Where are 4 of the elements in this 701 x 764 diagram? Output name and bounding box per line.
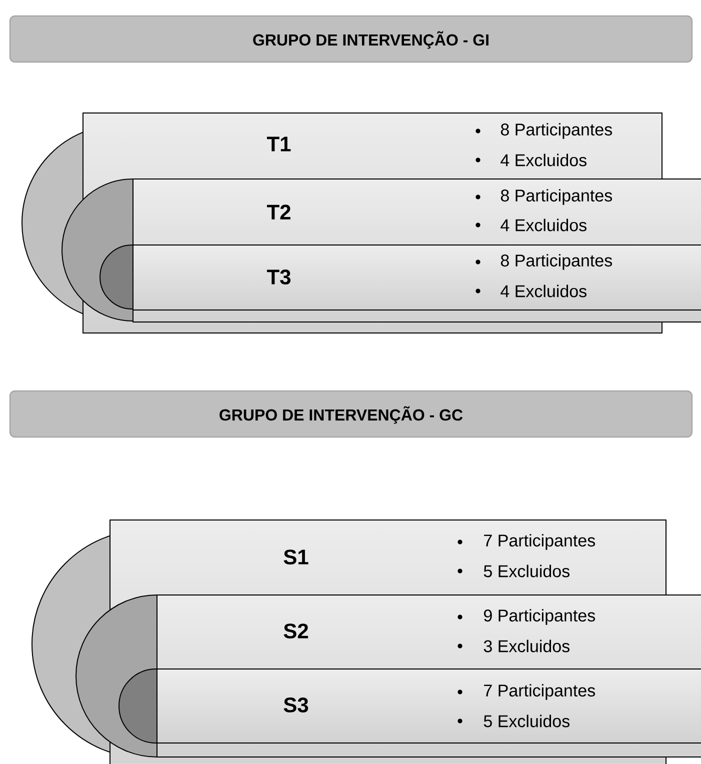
tabbed-box: S3 7 Participantes 5 Excluidos	[118, 668, 701, 744]
title-band: GRUPO DE INTERVENÇÃO - GI	[9, 15, 693, 63]
tabbed-box: T3 8 Participantes 4 Excluidos	[100, 244, 701, 310]
title-band: GRUPO DE INTERVENÇÃO - GC	[9, 390, 693, 438]
